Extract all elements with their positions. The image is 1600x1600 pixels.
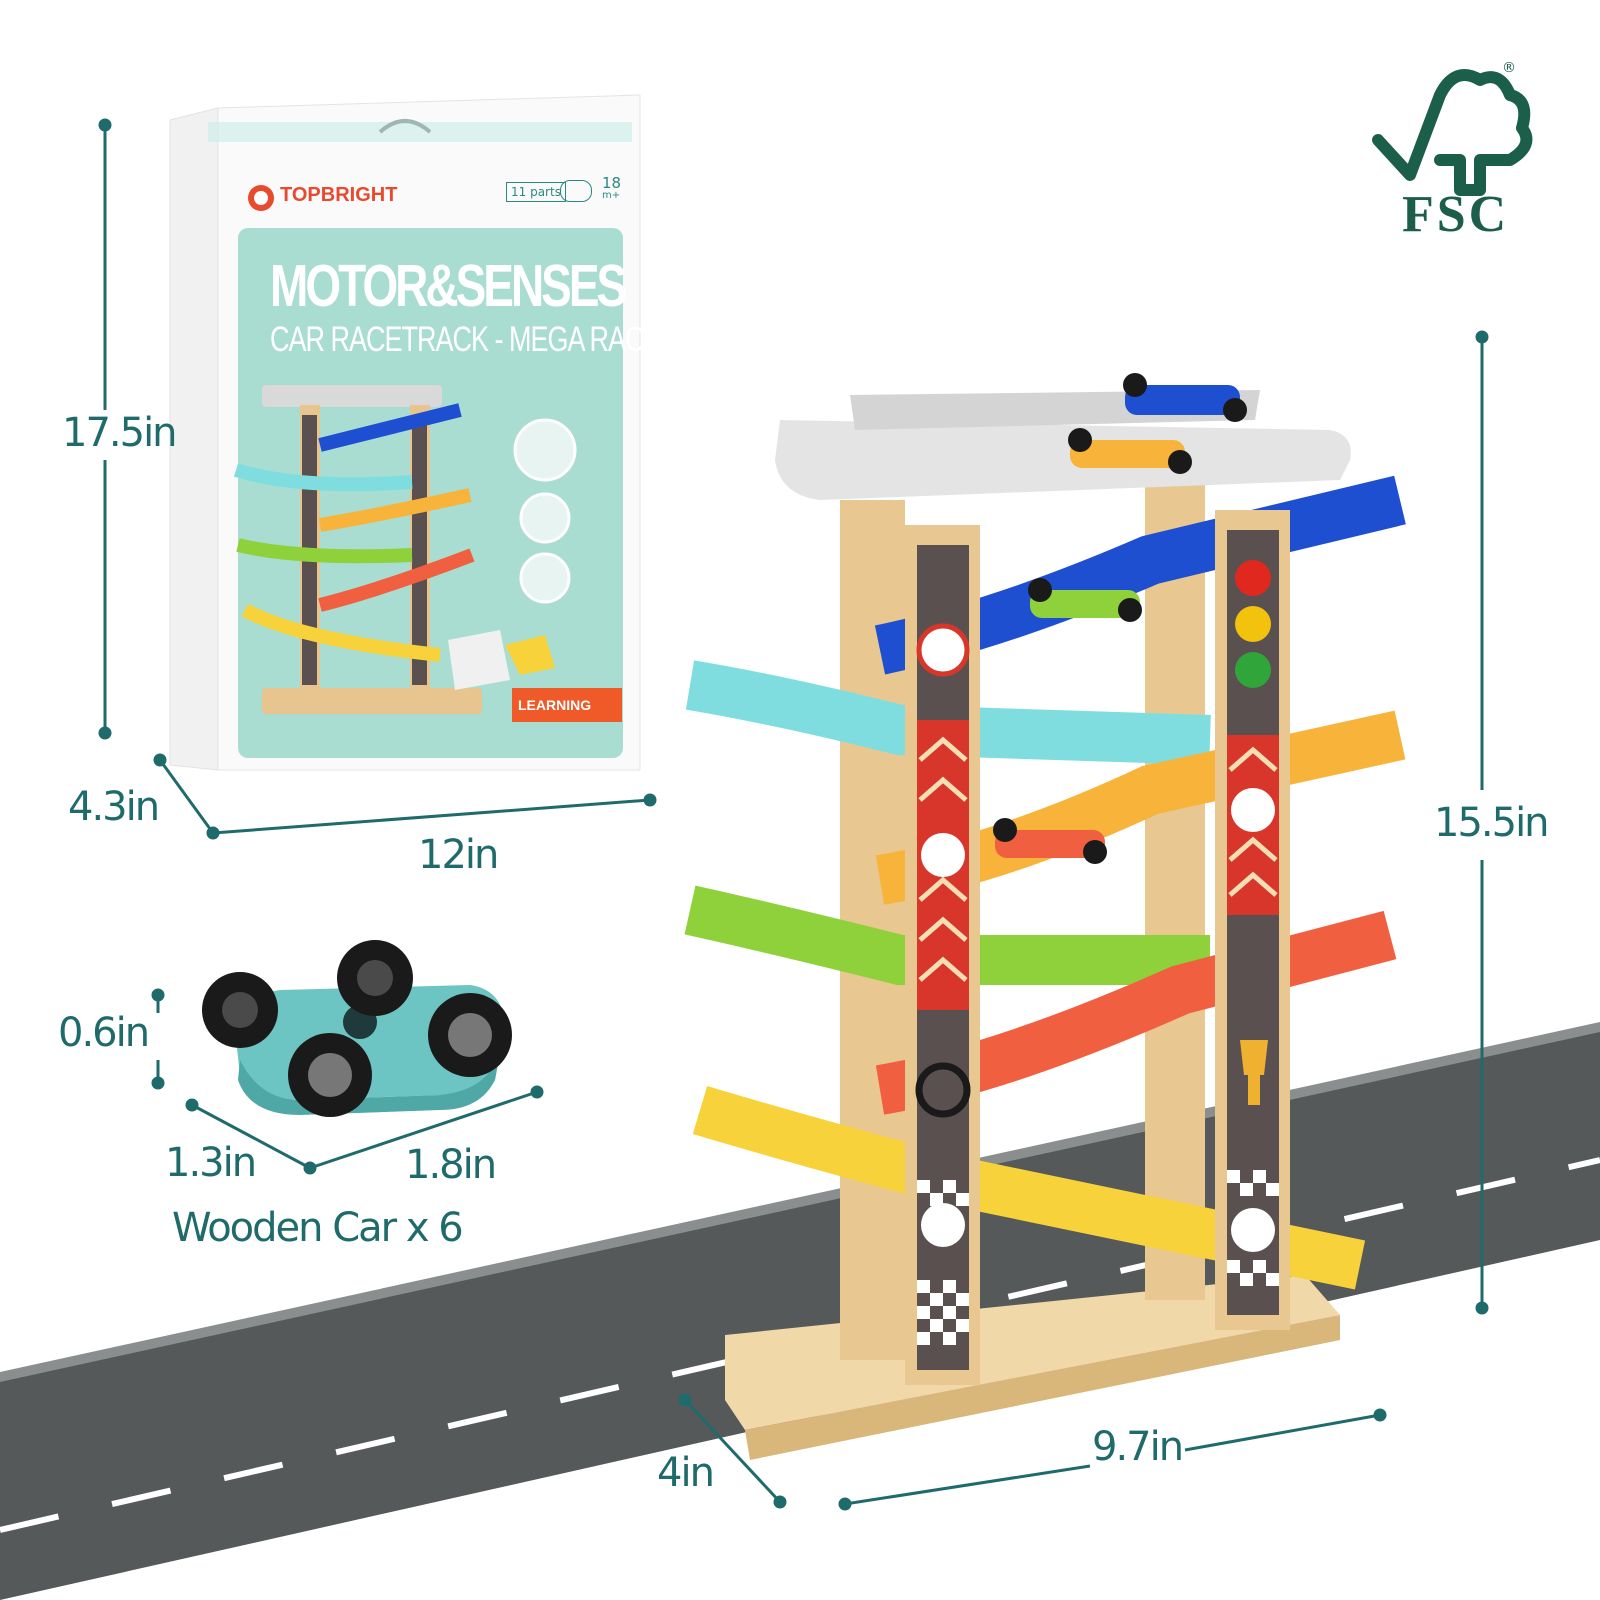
box-learning-label: LEARNING	[518, 697, 592, 713]
car-depth-label: 1.3in	[165, 1140, 257, 1186]
toy-height-label: 15.5in	[1434, 800, 1550, 846]
box-age-suffix: m+	[602, 190, 621, 201]
box-age: 18	[602, 174, 622, 192]
box-brand: TOPBRIGHT	[280, 184, 398, 206]
fsc-registered-mark: ®	[1502, 60, 1516, 76]
box-width-label: 12in	[418, 832, 499, 878]
box-age-icon	[560, 180, 592, 202]
box-depth-label: 4.3in	[68, 784, 160, 830]
car-width-label: 1.8in	[405, 1142, 497, 1188]
box-title: MOTOR&SENSES	[270, 251, 627, 319]
box-height-label: 17.5in	[62, 410, 178, 456]
toy-width-label: 9.7in	[1092, 1424, 1184, 1470]
box-subtitle: CAR RACETRACK - MEGA RACER	[270, 320, 680, 359]
fsc-label: FSC	[1402, 186, 1510, 243]
car-height-label: 0.6in	[58, 1010, 150, 1056]
toy-depth-label: 4in	[657, 1450, 715, 1496]
car-caption: Wooden Car x 6	[172, 1205, 464, 1251]
